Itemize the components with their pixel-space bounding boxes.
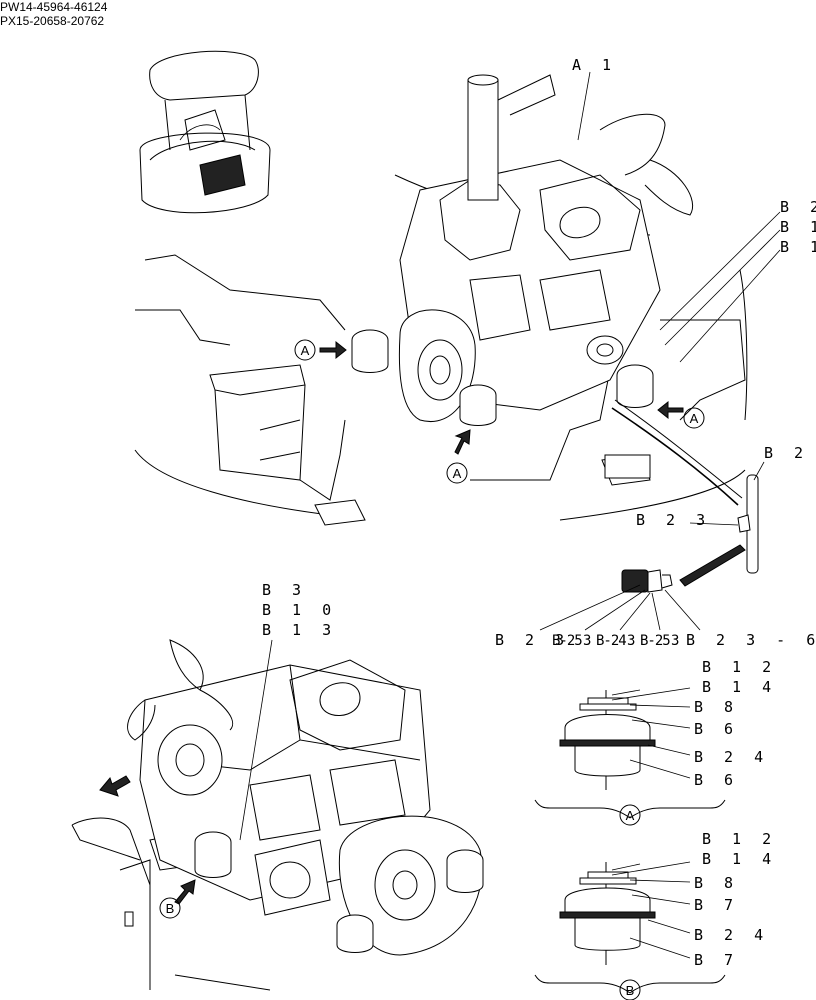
detail-a-label-b12: B 1 2 — [702, 658, 777, 676]
svg-text:A: A — [301, 343, 310, 358]
svg-text:B: B — [626, 983, 635, 998]
detail-view-b — [534, 861, 726, 994]
detail-b-label-b8: B 8 — [694, 874, 739, 892]
lower-mount-left — [194, 831, 232, 878]
connector-detail — [539, 569, 701, 631]
view-marker-a-bottom: A — [446, 462, 468, 484]
callout-b23: B 2 3 — [636, 511, 711, 529]
engine-mount-rear-left — [459, 384, 497, 426]
detail-a-caption: A — [619, 804, 641, 826]
upper-leaders — [319, 71, 781, 455]
callout-a1: A 1 — [572, 56, 617, 74]
lower-mount-right — [446, 849, 484, 893]
callout-bottom-b24: B-24 — [596, 633, 626, 649]
detail-b-label-b14: B 1 4 — [702, 850, 777, 868]
detail-a-label-b6: B 6 — [694, 720, 739, 738]
callout-bottom-3c: 3 — [671, 633, 679, 649]
detail-a-label-b6b: B 6 — [694, 771, 739, 789]
callout-b25: B 2 5 — [764, 444, 816, 462]
svg-text:A: A — [626, 808, 635, 823]
callout-bottom-3a: 3 — [583, 633, 591, 649]
callout-bottom-b23-6: B 2 3 - 6 — [686, 631, 816, 649]
view-marker-b-lower: B — [159, 897, 181, 919]
callout-bottom-3b: 3 — [627, 633, 635, 649]
view-marker-a-left: A — [294, 339, 316, 361]
detail-a-label-b24: B 2 4 — [694, 748, 769, 766]
lower-engine-view — [71, 639, 484, 991]
detail-a-label-b8: B 8 — [694, 698, 739, 716]
upper-frame-view — [134, 74, 748, 526]
svg-text:B: B — [166, 901, 175, 916]
detail-b-caption: B — [619, 979, 641, 1000]
callout-b13: B 1 3 — [262, 621, 337, 639]
svg-text:A: A — [453, 466, 462, 481]
detail-view-a — [534, 687, 726, 819]
callout-b10: B 1 0 — [262, 601, 337, 619]
callout-bottom-b25b: B-25 — [640, 633, 670, 649]
serial-range-1: PW14-45964-46124 — [0, 0, 108, 14]
detail-b-label-b7: B 7 — [694, 896, 739, 914]
detail-b-label-b24: B 2 4 — [694, 926, 769, 944]
serial-range-2: PX15-20658-20762 — [0, 14, 105, 28]
lower-leaders — [239, 639, 273, 841]
svg-text:A: A — [690, 411, 699, 426]
engine-mount-right — [616, 364, 654, 408]
view-marker-a-right: A — [683, 407, 705, 429]
engine-mount-front-left — [351, 329, 389, 373]
callout-b2: B 2 — [780, 198, 816, 216]
grommet-b23 — [679, 514, 751, 587]
detail-a-label-b14: B 1 4 — [702, 678, 777, 696]
detail-b-label-b7b: B 7 — [694, 951, 739, 969]
callout-bottom-b25a: B-25 — [552, 633, 582, 649]
callout-b3: B 3 — [262, 581, 307, 599]
machine-thumbnail — [139, 50, 271, 214]
lower-mount-center — [336, 914, 374, 953]
callout-b1-b: B 1 — [780, 238, 816, 256]
callout-bottom-b23: B 2 3 — [495, 631, 570, 649]
harness-connector-b25 — [746, 461, 765, 574]
callout-b1-a: B 1 — [780, 218, 816, 236]
detail-b-label-b12: B 1 2 — [702, 830, 777, 848]
